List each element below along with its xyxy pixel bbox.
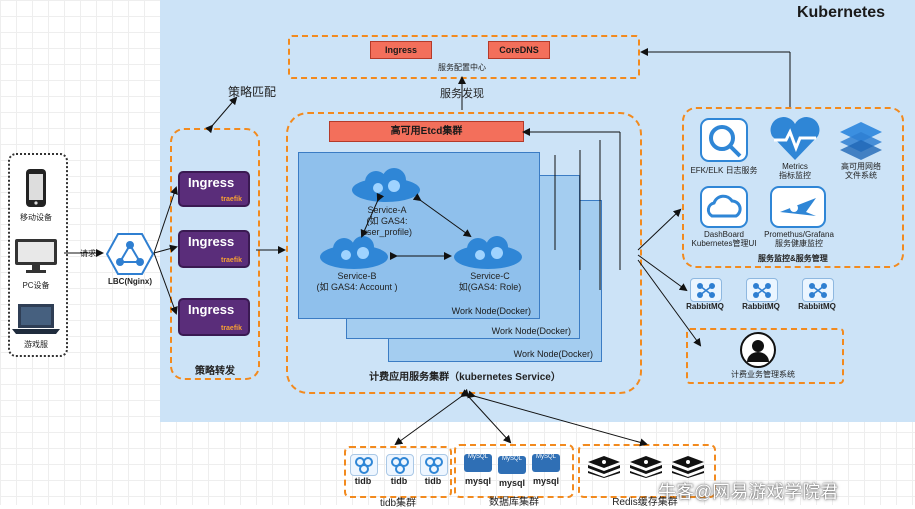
ingress-sub: traefik: [220, 196, 242, 203]
mysql-badge: MySQL: [501, 456, 522, 462]
search-log-icon: [700, 118, 748, 162]
service-a-name: Service-A: [367, 205, 407, 215]
service-b-desc: (如 GAS4: Account ): [316, 282, 398, 292]
flame-icon: [770, 186, 826, 228]
mysql-label-3: mysql: [532, 476, 559, 486]
watermark: 牛客@网易游戏学院君: [658, 482, 839, 502]
monitoring-box: [682, 107, 904, 268]
ingress-node-2: Ingress traefik: [178, 230, 250, 268]
service-b-text: Service-B (如 GAS4: Account ): [302, 271, 412, 293]
tidb-label-2: tidb: [390, 476, 408, 486]
service-a-text: Service-A (如 GAS4: user_profile): [344, 205, 430, 238]
monitor-label-prometheus: Promethus/Grafana 服务健康监控: [764, 230, 834, 248]
rabbitmq-icon: [802, 278, 834, 302]
client-label-game: 游戏服: [24, 340, 48, 349]
service-c-text: Service-C 如(GAS4: Role): [440, 271, 540, 293]
mysql-icon: MySQL: [532, 454, 560, 472]
service-c-desc: 如(GAS4: Role): [458, 282, 522, 292]
service-cluster-label: 计费应用服务集群（kubernetes Service）: [369, 372, 561, 383]
config-ingress-box: Ingress: [370, 41, 432, 59]
redis-icon: [588, 456, 620, 478]
monitor-label-dashboard: DashBoard Kubernetes管理UI: [691, 230, 757, 248]
ingress-title: Ingress: [188, 302, 235, 317]
ingress-title: Ingress: [188, 234, 235, 249]
mysql-badge: MySQL: [535, 454, 556, 460]
service-c-name: Service-C: [470, 271, 510, 281]
config-center-label: 服务配置中心: [438, 63, 486, 72]
tidb-icon: [350, 454, 378, 476]
kubernetes-title: Kubernetes: [796, 4, 885, 21]
service-b-cloud-icon: [320, 236, 388, 269]
monitoring-label: 服务监控&服务管理: [758, 254, 828, 263]
biz-system-label: 计费业务管理系统: [731, 370, 795, 379]
rabbitmq-label-2: RabbitMQ: [742, 302, 780, 311]
monitor-label-fs: 高可用网络 文件系统: [841, 162, 881, 180]
rabbitmq-icon: [746, 278, 778, 302]
biz-system-box: [686, 328, 844, 384]
heartbeat-icon: [770, 117, 820, 160]
ingress-node-3: Ingress traefik: [178, 298, 250, 336]
tidb-label-3: tidb: [424, 476, 442, 486]
rabbitmq-label-3: RabbitMQ: [798, 302, 836, 311]
nginx-lb-icon: [106, 233, 154, 275]
cloud-dashboard-icon: [700, 186, 748, 228]
mysql-icon: MySQL: [464, 454, 492, 472]
tidb-cluster-box: [344, 446, 452, 498]
ingress-sub: traefik: [220, 257, 242, 264]
policy-match-label: 策略匹配: [228, 85, 277, 99]
monitor-icon: [15, 239, 57, 273]
work-node-label: Work Node(Docker): [513, 349, 593, 359]
user-icon: [740, 332, 776, 368]
phone-icon: [26, 169, 46, 207]
mysql-badge: MySQL: [467, 454, 488, 460]
ingress-node-1: Ingress traefik: [178, 171, 250, 207]
ingress-sub: traefik: [220, 325, 242, 332]
mysql-icon: MySQL: [498, 456, 526, 474]
mysql-label-2: mysql: [498, 478, 525, 488]
client-label-mobile: 移动设备: [20, 213, 52, 222]
rabbitmq-icon: [690, 278, 722, 302]
redis-icon: [630, 456, 662, 478]
coredns-box: CoreDNS: [488, 41, 550, 59]
policy-forward-label: 策略转发: [195, 366, 235, 377]
service-a-desc1: (如 GAS4:: [366, 216, 408, 226]
work-node-label: Work Node(Docker): [451, 306, 531, 316]
tidb-label-1: tidb: [354, 476, 372, 486]
client-label-pc: PC设备: [22, 281, 50, 290]
service-c-cloud-icon: [454, 236, 522, 269]
monitor-label-efk: EFK/ELK 日志服务: [690, 166, 758, 175]
rabbitmq-label-1: RabbitMQ: [686, 302, 724, 311]
lb-label: LBC(Nginx): [108, 277, 152, 286]
redis-icon: [672, 456, 704, 478]
ingress-title: Ingress: [188, 175, 235, 190]
tidb-cluster-label: tidb集群: [379, 498, 417, 509]
service-b-name: Service-B: [337, 271, 377, 281]
service-a-desc2: user_profile): [361, 227, 413, 237]
tidb-icon: [386, 454, 414, 476]
tidb-icon: [420, 454, 448, 476]
database-cluster-label: 数据库集群: [489, 497, 539, 508]
work-node-label: Work Node(Docker): [491, 326, 571, 336]
laptop-icon: [12, 304, 60, 334]
redis-cluster-label: Redis缓存集群: [612, 497, 678, 508]
layers-icon: [840, 122, 882, 160]
mysql-label-1: mysql: [464, 476, 491, 486]
monitor-label-metrics: Metrics 指标监控: [779, 162, 811, 180]
